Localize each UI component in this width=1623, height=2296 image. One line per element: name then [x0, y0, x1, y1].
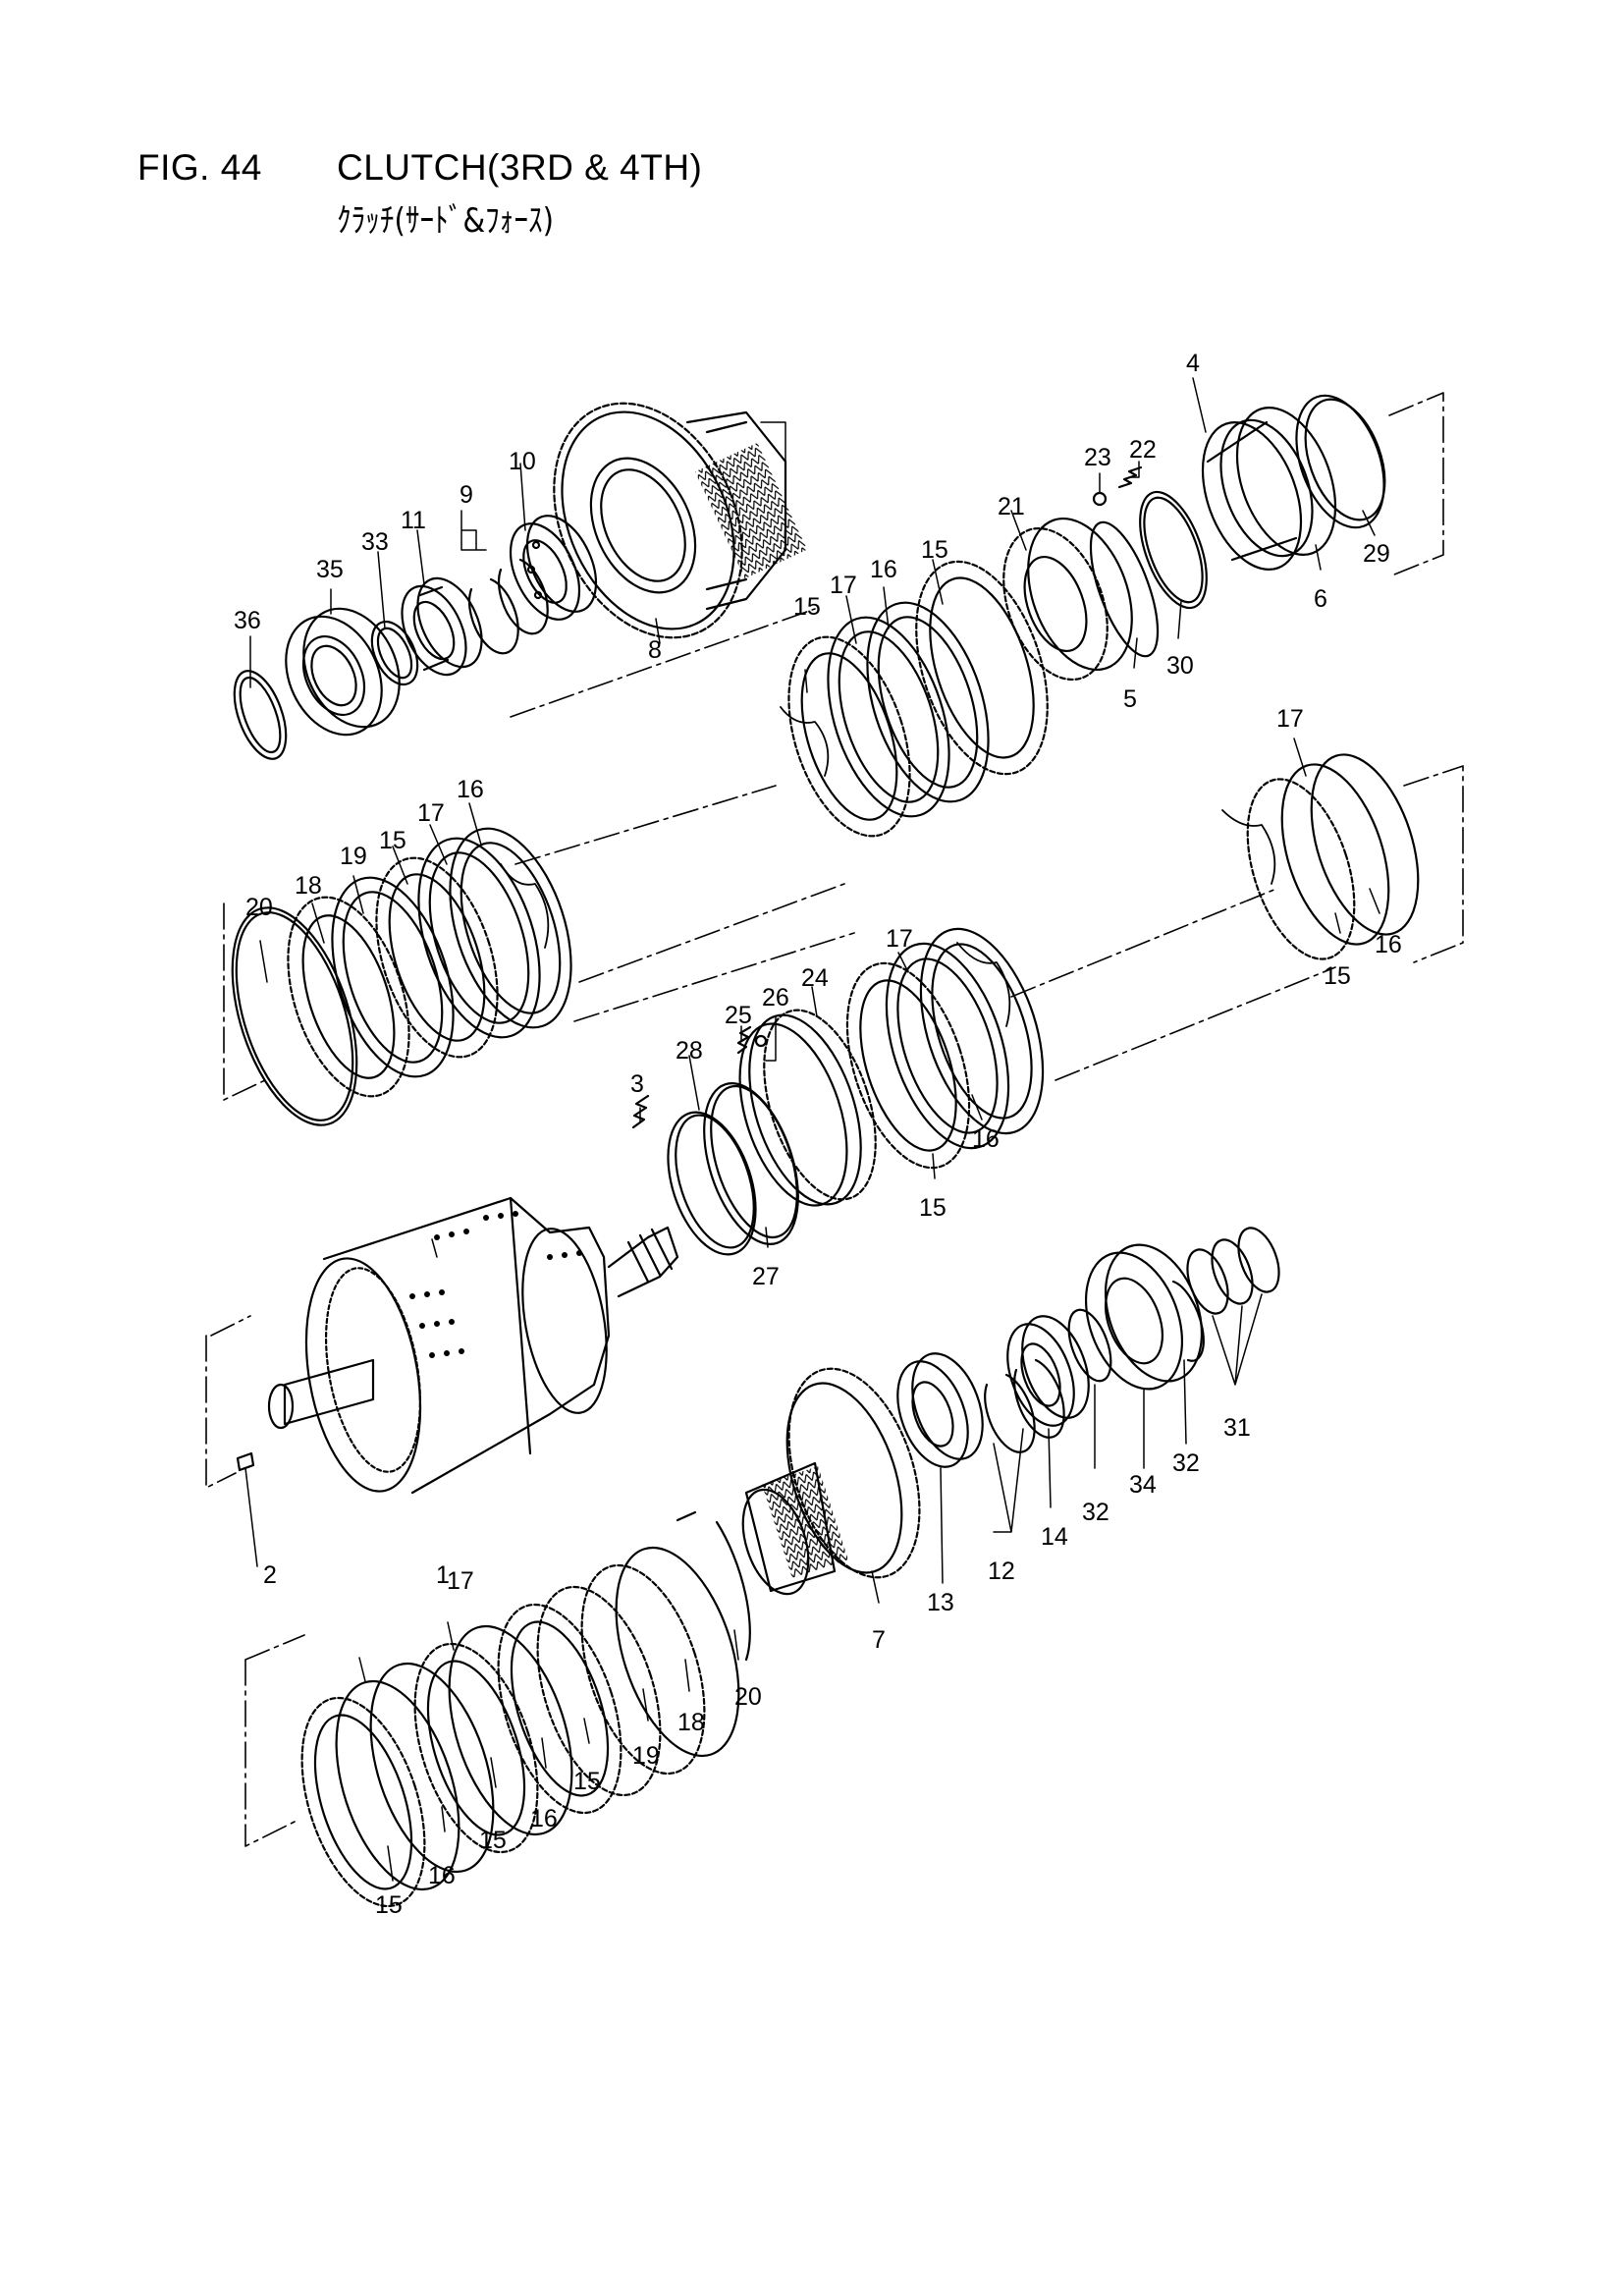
- rings-31: [1186, 1227, 1280, 1315]
- callout-31: 31: [1223, 1414, 1251, 1442]
- callout-30: 30: [1166, 652, 1194, 680]
- callout-15a: 15: [793, 593, 821, 621]
- callout-15e: 15: [919, 1194, 947, 1222]
- piston-24: [738, 1009, 877, 1207]
- snap-ring-20-lower: [676, 1510, 751, 1662]
- plug-2: [236, 1451, 255, 1472]
- callout-20b: 20: [734, 1683, 762, 1711]
- callout-15c: 15: [379, 827, 406, 854]
- clutch-plates-middle-right: [1246, 753, 1420, 960]
- snap-ring-36: [233, 670, 288, 760]
- callout-17d: 17: [886, 925, 913, 953]
- callout-29: 29: [1363, 540, 1390, 568]
- callout-11: 11: [401, 507, 426, 534]
- callout-6: 6: [1314, 585, 1327, 613]
- callout-25: 25: [725, 1002, 752, 1029]
- callout-32b: 32: [1172, 1449, 1200, 1477]
- clutch-plates-middle-left: [287, 827, 572, 1098]
- clutch-plates-top: [787, 560, 1049, 838]
- clutch-plates-middle-center: [845, 927, 1045, 1170]
- ball-23: [1092, 491, 1108, 507]
- ring-32-lower: [1067, 1308, 1112, 1383]
- ring-5: [1089, 520, 1160, 658]
- callout-14: 14: [1041, 1523, 1068, 1551]
- snap-ring-32-upper: [1171, 1280, 1205, 1362]
- callout-24: 24: [801, 964, 829, 992]
- callout-16b: 16: [457, 776, 484, 803]
- callout-3: 3: [630, 1070, 644, 1098]
- callout-9: 9: [460, 481, 473, 509]
- callout-36: 36: [234, 607, 261, 634]
- callout-18b: 18: [677, 1709, 705, 1736]
- callout-15b: 15: [921, 536, 948, 564]
- snap-ring-12: [984, 1358, 1065, 1453]
- callout-13: 13: [927, 1589, 954, 1616]
- seal-ring-29: [1295, 394, 1386, 529]
- callout-labels: 1 2 3 4 5 6 7 8 9 10 11 12 13 14 15 15 1…: [234, 350, 1402, 1919]
- callout-26: 26: [762, 984, 789, 1011]
- callout-18a: 18: [295, 872, 322, 900]
- snap-ring-9: [468, 558, 549, 655]
- callout-23: 23: [1084, 444, 1111, 471]
- figure-title: CLUTCH(3RD & 4TH): [337, 147, 703, 188]
- figure-number: FIG. 44: [137, 147, 262, 188]
- callout-16f: 16: [428, 1862, 456, 1889]
- callout-16e: 16: [530, 1805, 558, 1832]
- clutch-drum-1: [267, 1196, 679, 1495]
- gear-7: [741, 1367, 921, 1596]
- callout-32a: 32: [1082, 1499, 1109, 1526]
- callout-33: 33: [361, 528, 389, 556]
- bearing-35: [285, 607, 401, 737]
- hub-21: [1002, 517, 1133, 682]
- ring-33: [370, 620, 419, 686]
- callout-20a: 20: [245, 894, 273, 921]
- seal-ring-28: [667, 1111, 757, 1256]
- callout-10: 10: [509, 448, 536, 475]
- callout-16a: 16: [870, 556, 897, 583]
- callout-15g: 15: [479, 1827, 507, 1854]
- figure-subtitle-japanese: ｸﾗｯﾁ(ｻｰﾄﾞ&ﾌｫｰｽ): [337, 201, 555, 241]
- callout-7: 7: [872, 1626, 886, 1654]
- bearing-11: [401, 576, 483, 677]
- callout-5: 5: [1123, 685, 1137, 713]
- callout-22: 22: [1129, 436, 1157, 464]
- callout-4: 4: [1186, 350, 1200, 377]
- seal-ring-27: [703, 1082, 799, 1245]
- snap-ring-20-upper: [231, 906, 358, 1126]
- callout-19b: 19: [632, 1742, 660, 1770]
- callout-17e: 17: [447, 1567, 474, 1595]
- callout-1: 1: [436, 1561, 450, 1589]
- ball-26: [754, 1034, 768, 1048]
- callout-15f: 15: [573, 1768, 601, 1795]
- callout-16d: 16: [972, 1125, 1000, 1153]
- callout-2: 2: [263, 1561, 277, 1589]
- break-curves: [500, 706, 1276, 1027]
- callout-35: 35: [316, 556, 344, 583]
- callout-17b: 17: [417, 799, 445, 827]
- piston-4: [1201, 407, 1337, 571]
- callout-8: 8: [648, 636, 662, 664]
- callout-34: 34: [1129, 1471, 1157, 1499]
- bearing-13: [896, 1352, 984, 1468]
- callout-21: 21: [998, 493, 1025, 520]
- callout-28: 28: [676, 1037, 703, 1065]
- callout-12: 12: [988, 1558, 1015, 1585]
- leader-lines: [244, 377, 1380, 1882]
- callout-17c: 17: [1276, 705, 1304, 733]
- callout-17a: 17: [830, 572, 857, 599]
- bearing-14: [1006, 1315, 1090, 1427]
- phantom-lines: [205, 392, 1464, 1847]
- seal-ring-30: [1139, 490, 1208, 610]
- clutch-plates-bottom: [300, 1546, 740, 1908]
- gear-8: [553, 402, 808, 639]
- callout-15h: 15: [375, 1891, 403, 1919]
- callout-27: 27: [752, 1263, 780, 1290]
- callout-16c: 16: [1375, 931, 1402, 958]
- callout-19a: 19: [340, 843, 367, 870]
- callout-15d: 15: [1324, 962, 1351, 990]
